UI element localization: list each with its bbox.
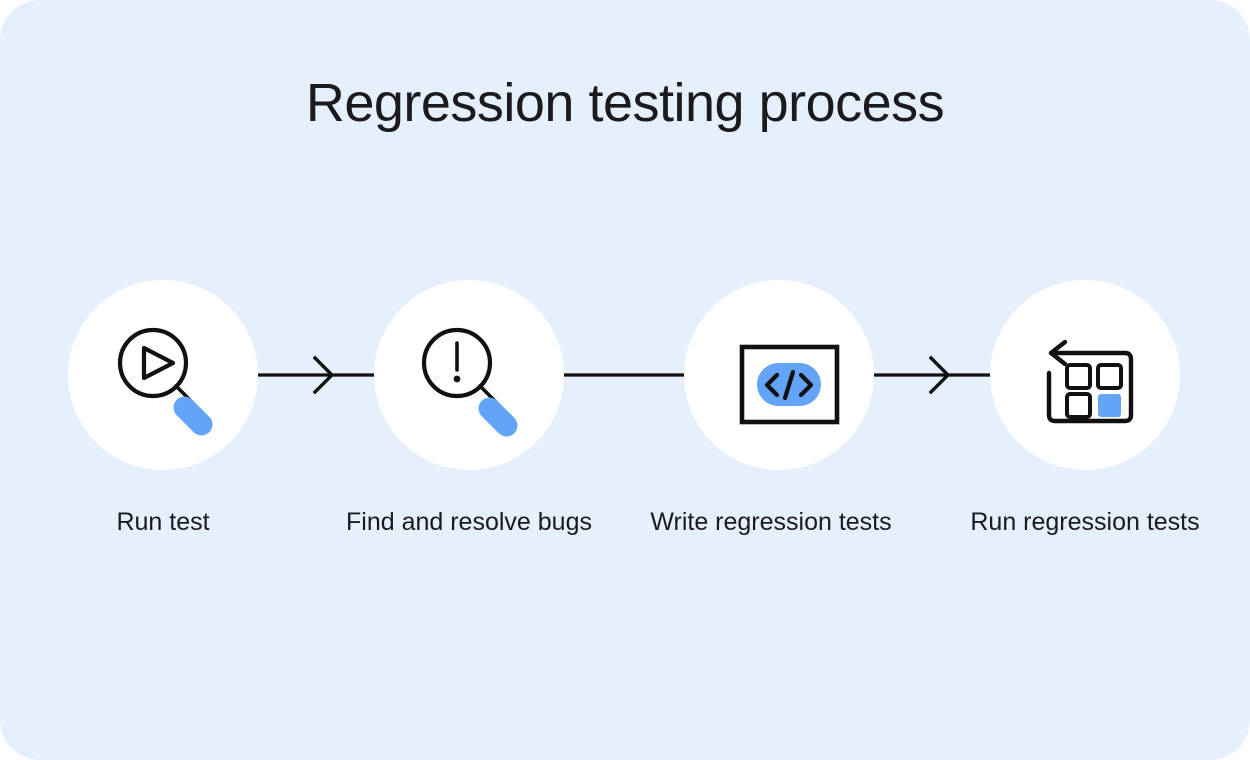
process-step-2[interactable] [374,280,564,470]
process-flow [0,280,1250,470]
process-step-4-label: Run regression tests [970,508,1200,536]
page-title: Regression testing process [305,73,945,133]
code-window-icon [739,344,840,425]
loop-grid-icon [1046,339,1134,424]
step-icon-bubble [374,280,564,470]
step-icon-bubble [684,280,874,470]
process-connector-3 [874,280,992,470]
step-icon-bubble [68,280,258,470]
step-icon-bubble [990,280,1180,470]
process-step-1-label: Run test [116,508,210,536]
process-step-4[interactable] [990,280,1180,470]
process-connector-2 [564,280,686,470]
magnifier-alert-icon [421,327,518,437]
process-step-1[interactable] [68,280,258,470]
magnifier-play-icon [117,327,213,436]
process-step-3[interactable] [684,280,874,470]
process-step-2-label: Find and resolve bugs [346,508,592,536]
process-step-3-label: Write regression tests [650,508,892,536]
process-connector-1 [258,280,376,470]
